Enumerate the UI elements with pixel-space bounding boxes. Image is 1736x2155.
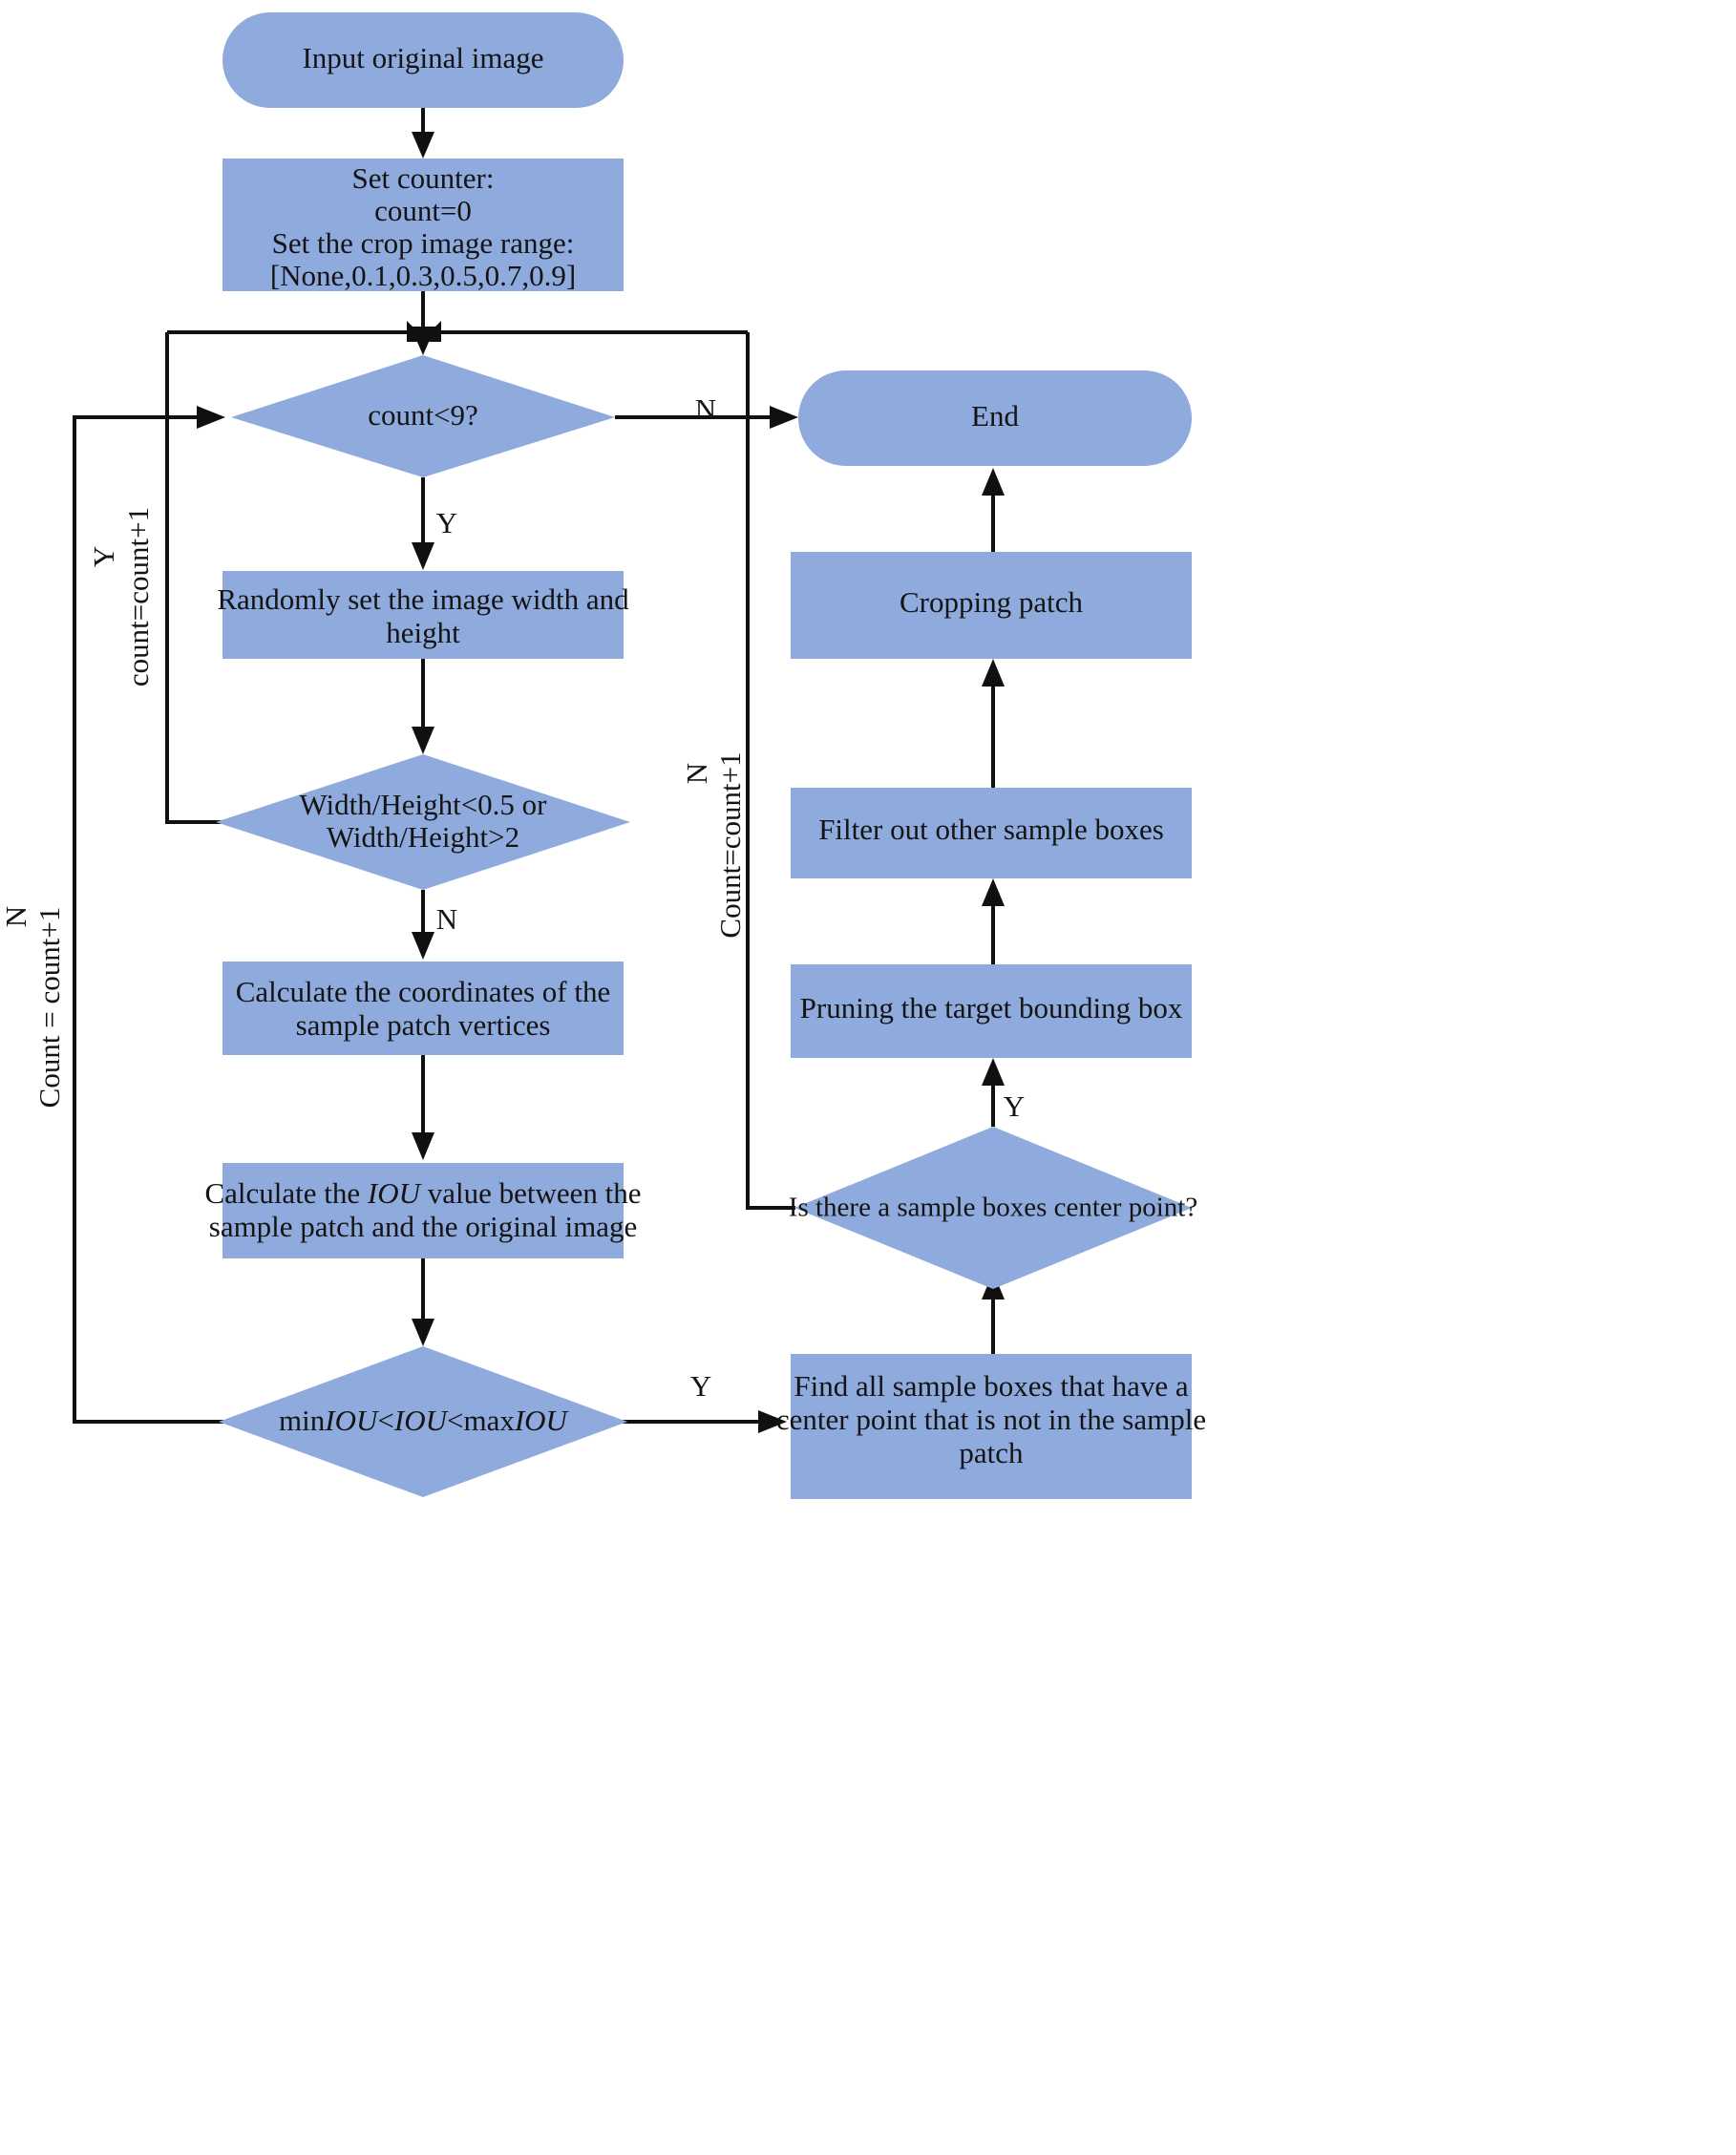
node-label-set-counter-2: count=0 <box>374 194 472 227</box>
edge-ratio-check-yes-loop <box>165 332 227 824</box>
edge-label-center-loop-count: Count=count+1 <box>713 751 747 938</box>
edge-calc-coords-to-calc-iou <box>412 1055 434 1160</box>
node-label-random-wh-1: Randomly set the image width and <box>217 582 629 616</box>
edge-center-loop-return-top <box>420 321 748 342</box>
node-label-cropping: Cropping patch <box>900 585 1083 619</box>
edge-label-iou-loop-count: Count = count+1 <box>32 907 66 1109</box>
edge-random-wh-to-ratio-check <box>412 659 434 754</box>
node-label-count-check: count<9? <box>368 398 478 432</box>
edge-label-count-check-yes: Y <box>436 506 457 539</box>
process-shape-pruning <box>791 964 1192 1058</box>
process-shape-calc-iou <box>222 1163 624 1258</box>
iou-part-f: IOU <box>514 1404 570 1437</box>
node-label-ratio-check-2: Width/Height>2 <box>327 820 519 854</box>
edge-label-iou-loop-n: N <box>0 906 32 927</box>
calc-iou-text-c: value between the <box>420 1176 642 1210</box>
node-find-sample-boxes[interactable]: Find all sample boxes that have a center… <box>776 1354 1206 1499</box>
node-label-calc-coords-2: sample patch vertices <box>296 1008 551 1042</box>
terminator-shape-start <box>222 12 624 108</box>
process-shape-set-counter <box>222 158 624 291</box>
node-count-check[interactable]: count<9? <box>231 355 615 477</box>
node-label-find-boxes-2: center point that is not in the sample <box>776 1403 1206 1436</box>
edge-label-iou-check-yes: Y <box>690 1369 711 1403</box>
node-calculate-coordinates[interactable]: Calculate the coordinates of the sample … <box>222 961 624 1055</box>
edge-label-ratio-loop-y: Y <box>87 546 120 567</box>
node-label-ratio-check-1: Width/Height<0.5 or <box>299 788 547 821</box>
decision-shape-ratio-check <box>216 754 630 890</box>
node-label-filter-boxes: Filter out other sample boxes <box>818 813 1164 846</box>
node-label-center-check: Is there a sample boxes center point? <box>789 1193 1197 1223</box>
node-label-pruning: Pruning the target bounding box <box>800 991 1183 1025</box>
process-shape-find-boxes <box>791 1354 1192 1499</box>
node-label-find-boxes-1: Find all sample boxes that have a <box>794 1369 1188 1403</box>
iou-part-a: min <box>279 1404 326 1437</box>
node-label-set-counter-1: Set counter: <box>352 161 495 195</box>
node-center-point-check[interactable]: Is there a sample boxes center point? <box>789 1127 1197 1289</box>
edge-pruning-to-filter-boxes <box>982 878 1005 964</box>
node-end[interactable]: End <box>798 370 1192 466</box>
node-calculate-iou[interactable]: Calculate the IOU value between the samp… <box>204 1163 642 1258</box>
calc-iou-text-b: IOU <box>367 1176 423 1210</box>
edge-start-to-set-counter <box>412 108 434 158</box>
decision-shape-count-check <box>231 355 615 477</box>
process-shape-filter-boxes <box>791 788 1192 878</box>
edge-count-check-no-to-end <box>615 406 798 429</box>
node-label-set-counter-4: [None,0.1,0.3,0.5,0.7,0.9] <box>270 259 576 292</box>
node-label-calc-iou-2: sample patch and the original image <box>209 1210 638 1243</box>
decision-shape-center-check <box>794 1127 1192 1289</box>
node-label-iou-check: minIOU<IOU<maxIOU <box>279 1404 570 1437</box>
node-ratio-check[interactable]: Width/Height<0.5 or Width/Height>2 <box>216 754 630 890</box>
node-label-end: End <box>971 399 1019 433</box>
node-label-start: Input original image <box>302 41 543 74</box>
edge-label-count-check-no: N <box>695 392 716 426</box>
edge-label-center-check-no: N <box>680 763 713 784</box>
process-shape-random-wh <box>222 571 624 659</box>
edge-filter-boxes-to-cropping <box>982 659 1005 788</box>
iou-part-c: < <box>377 1404 393 1437</box>
edge-calc-iou-to-iou-check <box>412 1258 434 1346</box>
node-iou-check[interactable]: minIOU<IOU<maxIOU <box>219 1346 627 1497</box>
node-label-find-boxes-3: patch <box>959 1436 1024 1469</box>
edge-label-ratio-check-no: N <box>436 902 457 936</box>
iou-part-d: IOU <box>393 1404 450 1437</box>
edge-iou-check-no-loop <box>73 406 232 1424</box>
edge-cropping-to-end <box>982 468 1005 552</box>
node-input-original-image[interactable]: Input original image <box>222 12 624 108</box>
calc-iou-text-a: Calculate the <box>204 1176 367 1210</box>
node-random-width-height[interactable]: Randomly set the image width and height <box>217 571 629 659</box>
edge-center-check-yes-to-pruning <box>982 1058 1005 1127</box>
edge-set-counter-to-count-check <box>411 291 435 355</box>
edge-label-ratio-loop-count: count=count+1 <box>121 507 155 687</box>
process-shape-cropping <box>791 552 1192 659</box>
node-cropping-patch[interactable]: Cropping patch <box>791 552 1192 659</box>
iou-part-b: IOU <box>324 1404 380 1437</box>
node-filter-sample-boxes[interactable]: Filter out other sample boxes <box>791 788 1192 878</box>
node-pruning-bounding-box[interactable]: Pruning the target bounding box <box>791 964 1192 1058</box>
node-label-random-wh-2: height <box>386 616 460 649</box>
edge-ratio-check-no-to-calc-coords <box>412 890 434 960</box>
edge-label-center-check-yes: Y <box>1004 1089 1025 1123</box>
edge-ratio-loop-return-top <box>167 321 428 342</box>
edge-iou-check-yes-to-find-boxes <box>615 1410 787 1433</box>
node-label-calc-coords-1: Calculate the coordinates of the <box>236 975 611 1008</box>
iou-part-e: <max <box>447 1404 515 1437</box>
process-shape-calc-coords <box>222 961 624 1055</box>
node-label-set-counter-3: Set the crop image range: <box>272 226 575 260</box>
node-label-calc-iou-1: Calculate the IOU value between the <box>204 1176 641 1210</box>
edge-center-check-no-loop <box>746 332 795 1210</box>
edge-count-check-yes-to-random-wh <box>412 477 434 570</box>
node-set-counter[interactable]: Set counter: count=0 Set the crop image … <box>222 158 624 292</box>
terminator-shape-end <box>798 370 1192 466</box>
decision-shape-iou-check <box>219 1346 627 1497</box>
